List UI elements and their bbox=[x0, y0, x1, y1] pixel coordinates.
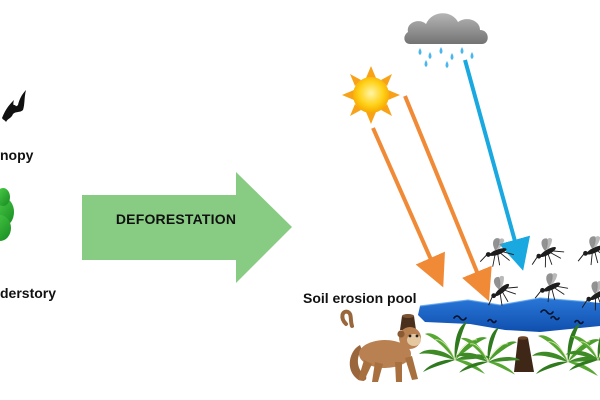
mosquito-icon bbox=[570, 231, 600, 271]
soil-erosion-pool-label: Soil erosion pool bbox=[303, 290, 417, 306]
sun-icon bbox=[342, 66, 400, 124]
rain-cloud-icon bbox=[404, 13, 488, 68]
canopy-label: nopy bbox=[0, 147, 34, 163]
tree-stump-icon bbox=[400, 314, 416, 330]
sun-ray-arrow bbox=[371, 127, 445, 288]
mosquito-icon bbox=[523, 232, 568, 274]
water-pool-icon bbox=[418, 297, 600, 332]
mosquito-icon bbox=[474, 233, 517, 272]
deforestation-label: DEFORESTATION bbox=[115, 211, 237, 227]
sun-ray-arrow bbox=[403, 95, 492, 302]
bat-icon bbox=[2, 90, 26, 122]
rain-arrow bbox=[463, 59, 531, 271]
tree-icon bbox=[0, 188, 14, 241]
understory-label: derstory bbox=[0, 285, 57, 301]
deforestation-arrow bbox=[82, 172, 292, 283]
waterborne-larva-icon bbox=[453, 309, 584, 325]
tree-stump-icon bbox=[514, 336, 534, 372]
monkey-icon bbox=[340, 309, 421, 382]
